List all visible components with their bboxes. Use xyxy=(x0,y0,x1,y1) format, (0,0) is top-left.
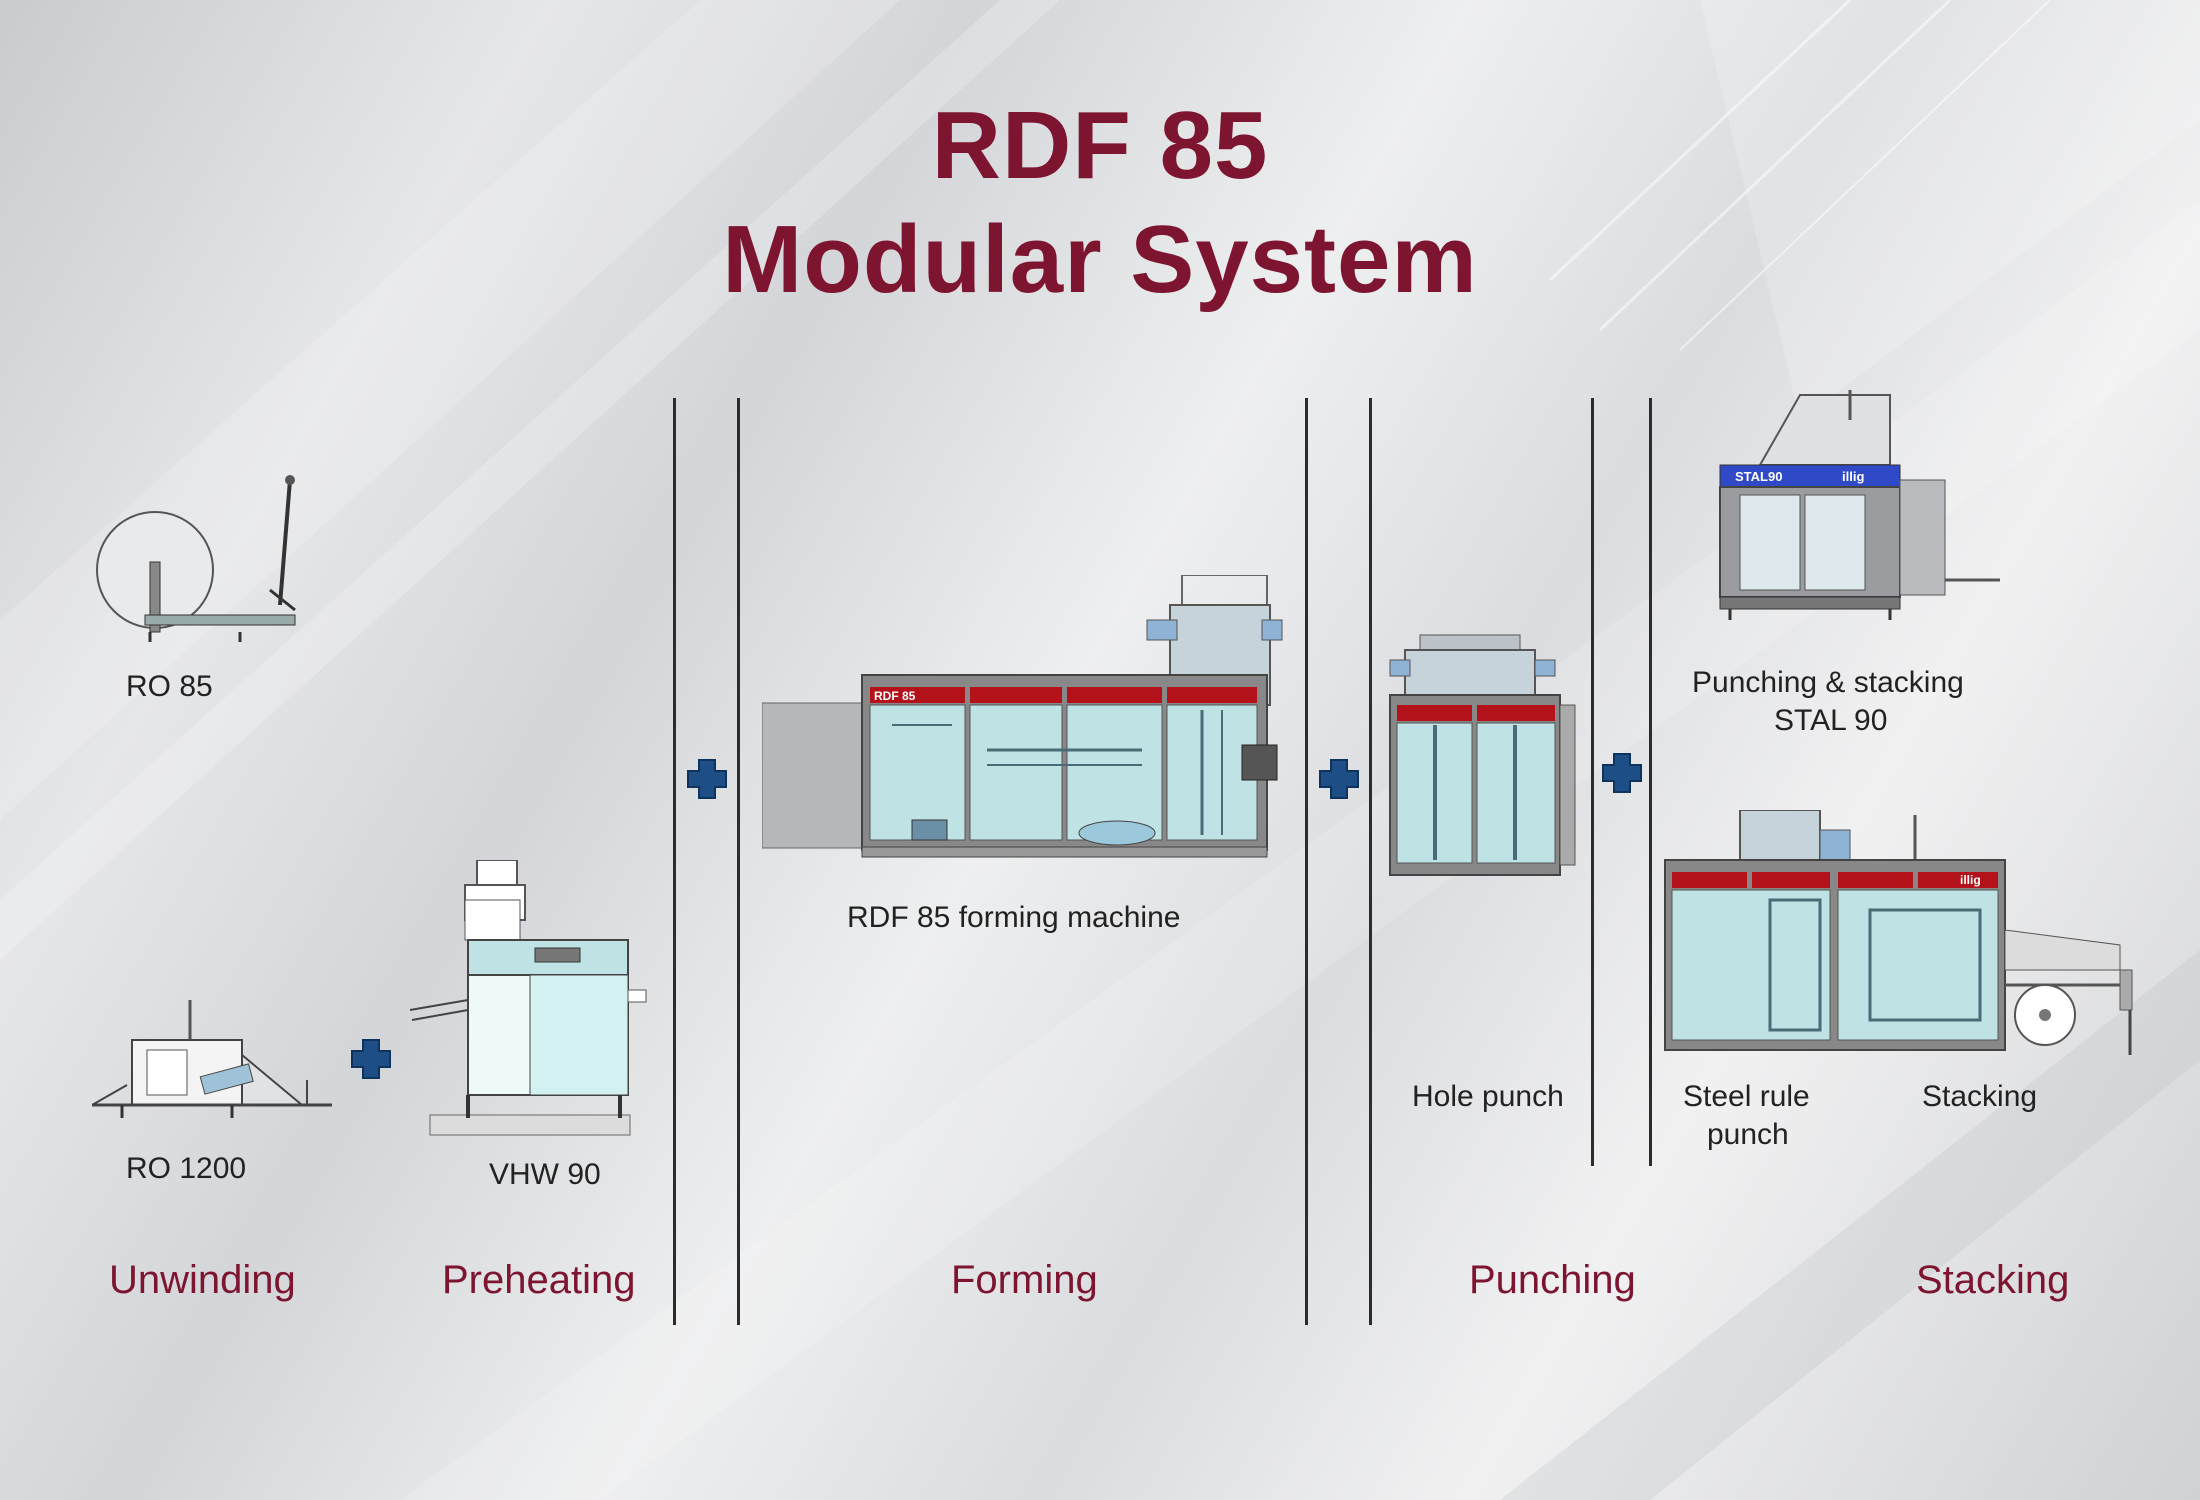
plus-icon xyxy=(1602,753,1642,793)
steel-rule-label-line1: Steel rule xyxy=(1683,1080,1810,1113)
illig-logo: illig xyxy=(1842,469,1864,484)
rdf85-panel-text: RDF 85 xyxy=(874,689,916,703)
stal90-label-line2: STAL 90 xyxy=(1774,704,1888,737)
ro1200-machine xyxy=(92,1000,332,1118)
stal90-panel-text: STAL90 xyxy=(1735,469,1782,484)
stal90-machine: STAL90 illig xyxy=(1719,390,2000,620)
plus-icon xyxy=(1319,759,1359,799)
rdf85-label: RDF 85 forming machine xyxy=(847,901,1181,934)
stage-preheating: Preheating xyxy=(442,1258,636,1302)
stage-punching: Punching xyxy=(1469,1258,1636,1302)
ro85-label: RO 85 xyxy=(126,670,213,703)
stage-forming: Forming xyxy=(951,1258,1098,1302)
stal90-label-line1: Punching & stacking xyxy=(1692,666,1964,699)
hole-punch-label: Hole punch xyxy=(1412,1080,1564,1113)
divider-stacking-left xyxy=(1649,398,1652,1166)
hole-punch-machine xyxy=(1389,634,1576,876)
rdf85-machine: RDF 85 xyxy=(762,575,1283,858)
stage-stacking: Stacking xyxy=(1916,1258,2070,1302)
plus-icon xyxy=(351,1039,391,1079)
divider-preheating-left xyxy=(673,398,676,1325)
stacking-unit-label: Stacking xyxy=(1922,1080,2038,1113)
title-line-1: RDF 85 xyxy=(931,92,1269,199)
plus-icon xyxy=(687,759,727,799)
vhw90-label: VHW 90 xyxy=(489,1158,601,1191)
divider-forming-right xyxy=(1305,398,1308,1325)
steel-rule-stacking-machine: illig xyxy=(1664,810,2133,1055)
divider-forming-left xyxy=(737,398,740,1325)
vhw90-machine xyxy=(409,860,647,1136)
stage-unwinding: Unwinding xyxy=(109,1258,296,1302)
steel-rule-label-line2: punch xyxy=(1707,1118,1789,1151)
divider-punching-left xyxy=(1369,398,1372,1325)
ro85-machine xyxy=(96,475,296,642)
divider-punching-right xyxy=(1591,398,1594,1166)
title-line-2: Modular System xyxy=(722,206,1478,313)
illig-logo: illig xyxy=(1960,873,1981,887)
ro1200-label: RO 1200 xyxy=(126,1152,247,1185)
